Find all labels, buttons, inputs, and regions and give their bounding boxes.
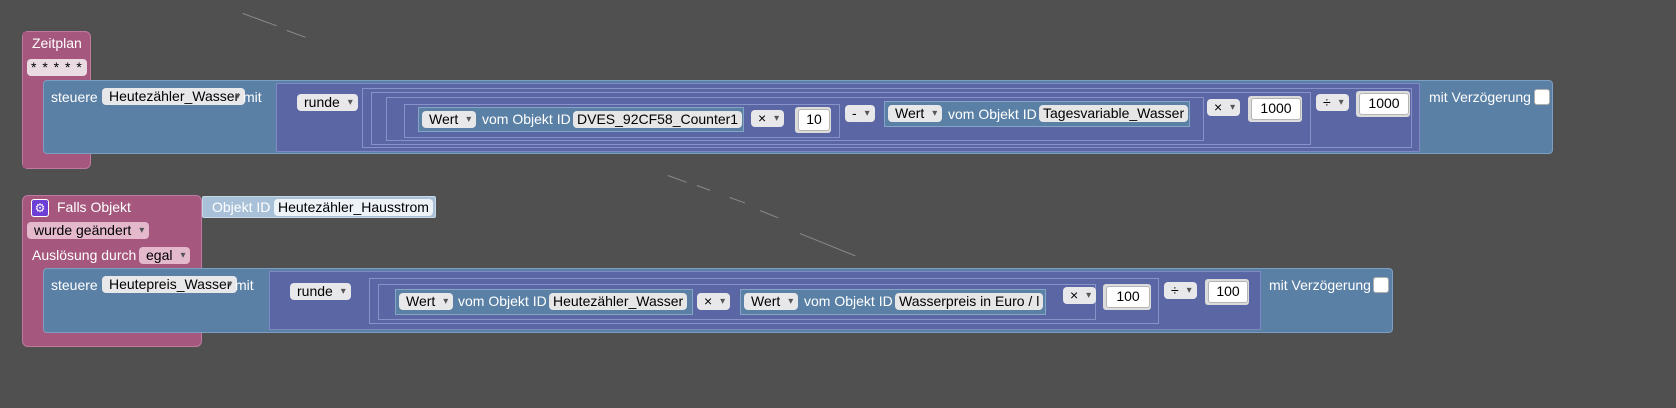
trigger-dropdown[interactable]: wurde geändert — [27, 222, 150, 239]
workspace-line — [667, 175, 687, 183]
number-field[interactable]: 100 — [1106, 286, 1150, 308]
target-state-dropdown[interactable]: Heutepreis_Wasser — [102, 276, 238, 293]
workspace-line — [286, 30, 306, 38]
trigger-title: Falls Objekt — [57, 199, 131, 215]
object-id-field[interactable]: Wasserpreis in Euro / l — [895, 293, 1044, 310]
gear-icon[interactable]: ⚙ — [31, 199, 49, 217]
workspace-line — [696, 185, 711, 191]
object-id-label: vom Objekt ID — [948, 106, 1037, 122]
object-id-field[interactable]: Heutezähler_Wasser — [549, 293, 688, 310]
target-state-dropdown[interactable]: Heutezähler_Wasser — [102, 88, 246, 105]
number-field[interactable]: 1000 — [1251, 98, 1301, 120]
operator-dropdown[interactable]: × — [751, 110, 785, 127]
value-type-dropdown[interactable]: Wert — [422, 111, 477, 128]
round-dropdown[interactable]: runde — [290, 283, 351, 300]
operator-dropdown[interactable]: × — [1063, 287, 1097, 304]
value-type-dropdown[interactable]: Wert — [888, 105, 943, 122]
mit-label: mit — [235, 277, 254, 293]
steuere-label: steuere — [51, 89, 98, 105]
operator-dropdown[interactable]: - — [845, 105, 875, 122]
workspace-line — [759, 210, 779, 219]
operator-dropdown[interactable]: × — [1207, 99, 1241, 116]
value-type-dropdown[interactable]: Wert — [399, 293, 454, 310]
object-id-label: vom Objekt ID — [804, 293, 893, 309]
number-field[interactable]: 100 — [1208, 281, 1248, 303]
round-dropdown[interactable]: runde — [297, 94, 358, 111]
workspace-line — [799, 233, 856, 257]
cron-field[interactable]: * * * * * — [27, 59, 87, 76]
mit-label: mit — [243, 89, 262, 105]
delay-checkbox[interactable] — [1373, 277, 1389, 293]
ausloesung-label: Auslösung durch — [32, 247, 137, 263]
workspace-line — [242, 13, 277, 27]
object-id-label: vom Objekt ID — [482, 111, 571, 127]
delay-checkbox[interactable] — [1534, 89, 1550, 105]
workspace-line — [729, 197, 746, 204]
object-id-label: vom Objekt ID — [458, 293, 547, 309]
schedule-title: Zeitplan — [32, 35, 82, 51]
steuere-label: steuere — [51, 277, 98, 293]
number-field[interactable]: 10 — [798, 109, 830, 131]
operator-dropdown[interactable]: × — [697, 293, 731, 310]
object-id-field[interactable]: Tagesvariable_Wasser — [1039, 105, 1189, 122]
schedule-block-body — [23, 32, 43, 168]
operator-dropdown[interactable]: ÷ — [1316, 94, 1349, 111]
number-field[interactable]: 1000 — [1359, 93, 1409, 115]
object-id-field[interactable]: DVES_92CF58_Counter1 — [573, 111, 743, 128]
operator-dropdown[interactable]: ÷ — [1164, 282, 1197, 299]
object-id-label: Objekt ID — [212, 199, 271, 215]
value-type-dropdown[interactable]: Wert — [744, 293, 799, 310]
delay-label: mit Verzögerung — [1429, 89, 1531, 105]
object-id-field[interactable]: Heutezähler_Hausstrom — [274, 199, 433, 216]
delay-label: mit Verzögerung — [1269, 277, 1371, 293]
ack-dropdown[interactable]: egal — [139, 247, 191, 264]
